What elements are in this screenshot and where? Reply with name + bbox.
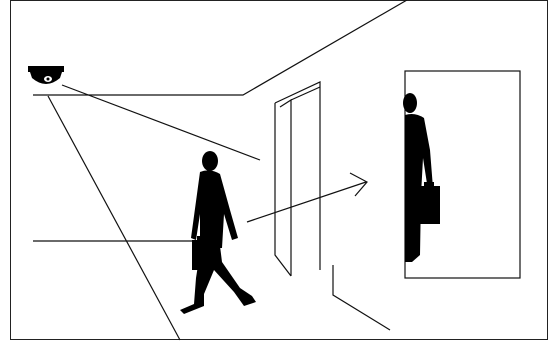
door-frame-left (275, 103, 291, 276)
ceiling-wall-edge (33, 0, 407, 95)
view-line-lower (48, 96, 180, 340)
room-lines (33, 0, 407, 330)
view-line-upper (62, 85, 260, 160)
door-frame-outer (275, 82, 320, 270)
security-camera-icon (28, 66, 64, 84)
businessman-silhouette-icon (180, 151, 256, 314)
camera-monitor-view (405, 71, 520, 278)
door-frame-inner (280, 100, 291, 276)
floor-edge-right (333, 265, 390, 330)
motion-arrow-icon (247, 173, 367, 222)
doorway (275, 82, 320, 276)
businessman-on-monitor (403, 93, 440, 262)
